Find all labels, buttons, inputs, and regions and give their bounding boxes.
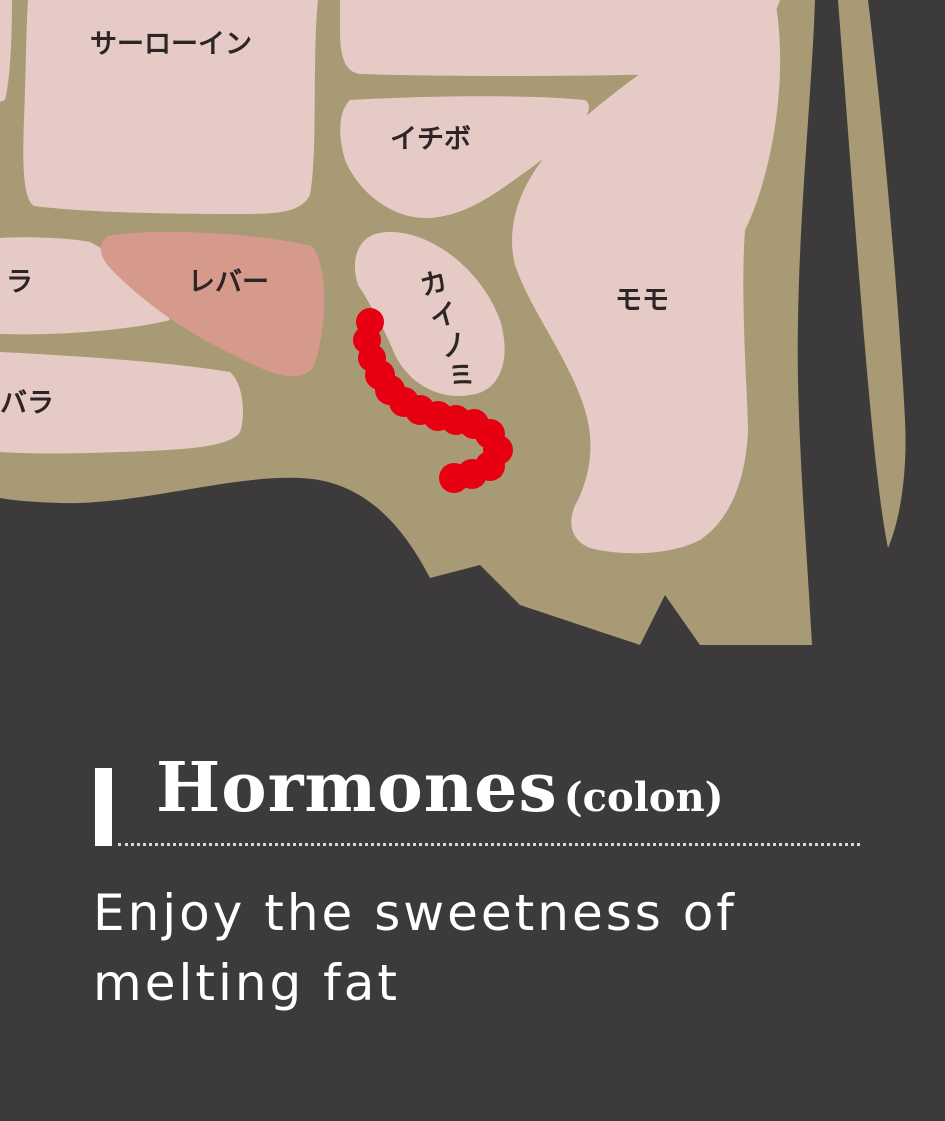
label-sirloin: サーローイン: [90, 29, 252, 60]
cut-momo-region: [512, 0, 781, 554]
title-sub: (colon): [563, 774, 724, 821]
cut-sirloin-region: [23, 0, 318, 215]
title: Hormones(colon): [156, 748, 724, 828]
cut-kainomi-region: [354, 231, 505, 396]
label-momo: モモ: [615, 285, 669, 316]
label-ichibo: イチボ: [390, 124, 471, 155]
label-bara-bottom: バラ: [0, 388, 54, 419]
cut-left-edge-region: [0, 0, 12, 102]
cut-bara-bottom-region: [0, 352, 243, 454]
title-divider: [118, 843, 860, 846]
title-main: Hormones: [156, 748, 558, 828]
cut-bara-top-region: [0, 237, 170, 335]
cut-ichibo-region: [340, 96, 589, 219]
title-accent-bar: [95, 768, 112, 846]
description-line-2: melting fat: [93, 954, 401, 1012]
description-line-1: Enjoy the sweetness of: [93, 884, 737, 942]
description: Enjoy the sweetness of melting fat: [93, 878, 873, 1018]
colon-highlight: [353, 308, 513, 493]
tail-strip: [838, 0, 906, 548]
beef-cuts-diagram: サーローイン イチボ レバー モモ ラ バラ カ イ ノ ミ: [0, 0, 906, 645]
label-liver: レバー: [188, 267, 269, 298]
label-bara-top: ラ: [6, 267, 33, 298]
cut-liver-region: [100, 231, 325, 377]
